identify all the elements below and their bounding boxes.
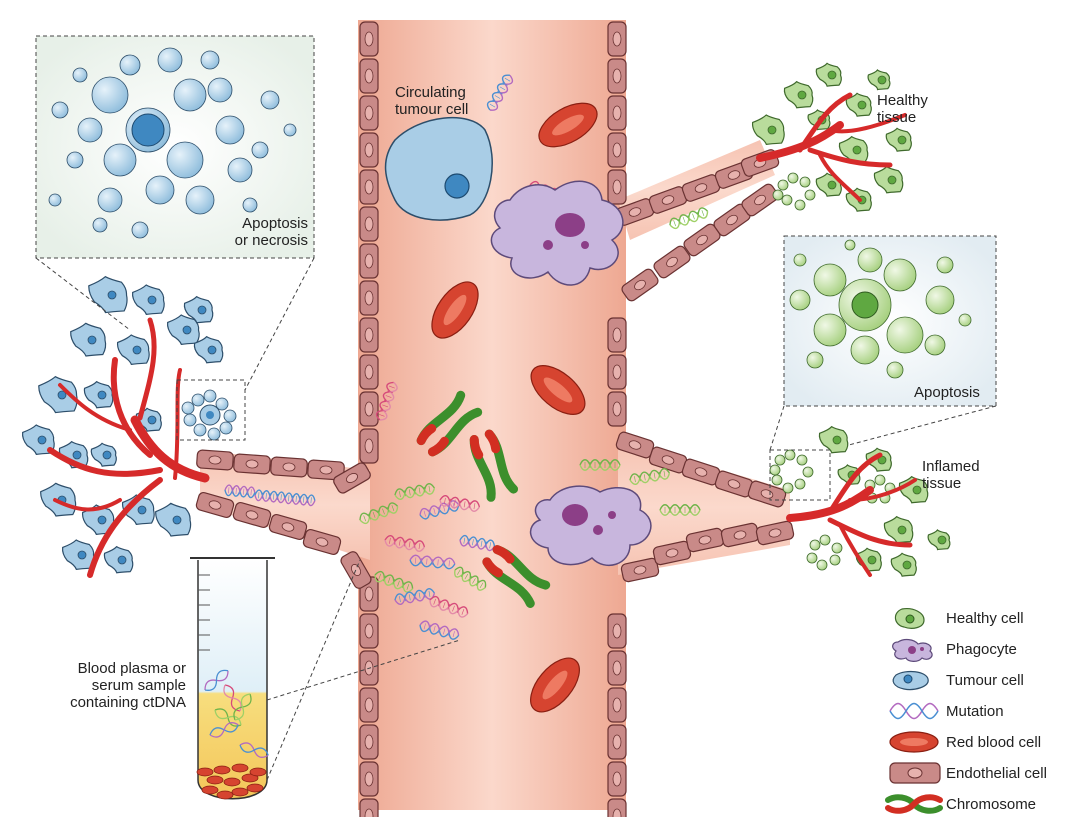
mutation-icon [889,702,939,720]
legend-item-red-blood-cell: Red blood cell [884,729,1064,755]
endothelial-cell-icon [889,762,941,784]
legend-item-endothelial-cell: Endothelial cell [884,760,1064,786]
endothelial-wall-right [607,21,627,817]
endothelial-branch-walls [195,149,795,589]
inflamed-zoom-box [769,449,831,501]
healthy-cell-icon [894,608,925,629]
blood-sample-label: Blood plasma or serum sample containing … [70,660,186,711]
legend-item-tumour-cell: Tumour cell [884,667,1064,693]
healthy-tissue [751,62,912,212]
phagocyte-icon [892,638,933,662]
legend-item-chromosome: Chromosome [884,791,1064,817]
chromosomes [416,390,551,608]
tumour-tissue [21,275,237,574]
blood-sample-tube [190,557,461,800]
inflamed-tissue-label: Inflamed tissue [922,458,980,492]
apoptosis-callout [769,235,997,451]
inflamed-capillary [786,452,917,577]
healthy-tissue-label: Healthy tissue [877,92,928,126]
phagocyte-lower [529,485,652,567]
tumour-capillary [47,317,210,578]
legend-item-phagocyte: Phagocyte [884,636,1064,662]
healthy-capillary [756,92,907,202]
tumour-zoom-box [176,379,246,441]
circulating-tumour-cell [384,117,493,221]
endothelial-wall-left [359,21,379,817]
phagocyte-upper [490,180,624,286]
circulating-tumour-cell-label: Circulating tumour cell [395,84,469,118]
red-blood-cells [431,102,598,713]
legend-item-mutation: Mutation [884,698,1064,724]
red-blood-cell-icon [889,731,939,753]
apoptosis-label: Apoptosis [914,384,980,401]
chromosome-icon [885,794,943,814]
apoptosis-or-necrosis-label: Apoptosis or necrosis [234,215,308,249]
legend-item-healthy-cell: Healthy cell [884,605,1064,631]
apoptosis-necrosis-callout [35,35,315,391]
tumour-cell-icon [892,670,929,691]
